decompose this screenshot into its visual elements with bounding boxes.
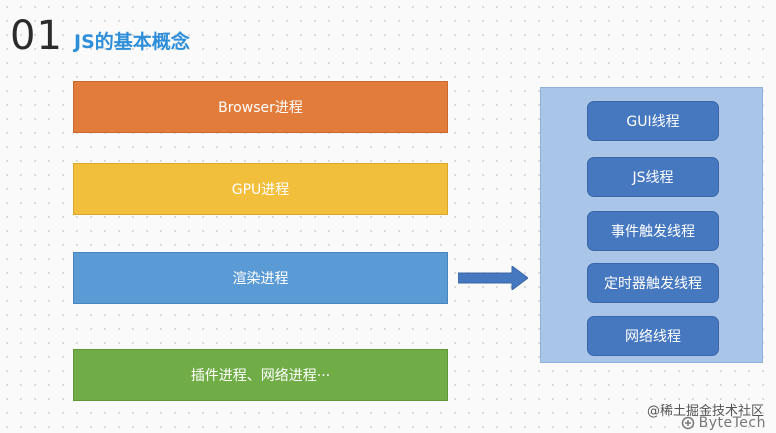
network-thread-box: 网络线程 [587,316,719,356]
plugin-network-process-label: 插件进程、网络进程··· [190,368,331,384]
brand-watermark: ByteTech [681,415,766,431]
slide-title: JS的基本概念 [74,31,190,53]
gpu-process-bar: GPU进程 [73,163,448,215]
event-trigger-thread-label: 事件触发线程 [611,224,695,240]
gui-thread-box: GUI线程 [587,101,719,141]
render-process-label: 渲染进程 [232,271,289,287]
slide-number: 01 [10,13,63,59]
gui-thread-label: GUI线程 [626,114,680,130]
plugin-network-process-bar: 插件进程、网络进程··· [73,349,448,401]
community-watermark: @稀土掘金技术社区 [646,404,764,419]
render-process-bar: 渲染进程 [73,252,448,304]
js-thread-box: JS线程 [587,157,719,197]
timer-trigger-thread-box: 定时器触发线程 [587,263,719,303]
gpu-process-label: GPU进程 [231,182,290,198]
render-threads-panel: GUI线程 JS线程 事件触发线程 定时器触发线程 网络线程 [540,87,763,363]
timer-trigger-thread-label: 定时器触发线程 [604,276,702,292]
js-thread-label: JS线程 [632,170,674,186]
bytetech-logo-icon [681,416,694,430]
event-trigger-thread-box: 事件触发线程 [587,211,719,251]
network-thread-label: 网络线程 [625,329,681,345]
browser-process-label: Browser进程 [218,100,303,116]
brand-watermark-text: ByteTech [698,415,766,431]
right-arrow-icon [458,266,528,290]
browser-process-bar: Browser进程 [73,81,448,133]
